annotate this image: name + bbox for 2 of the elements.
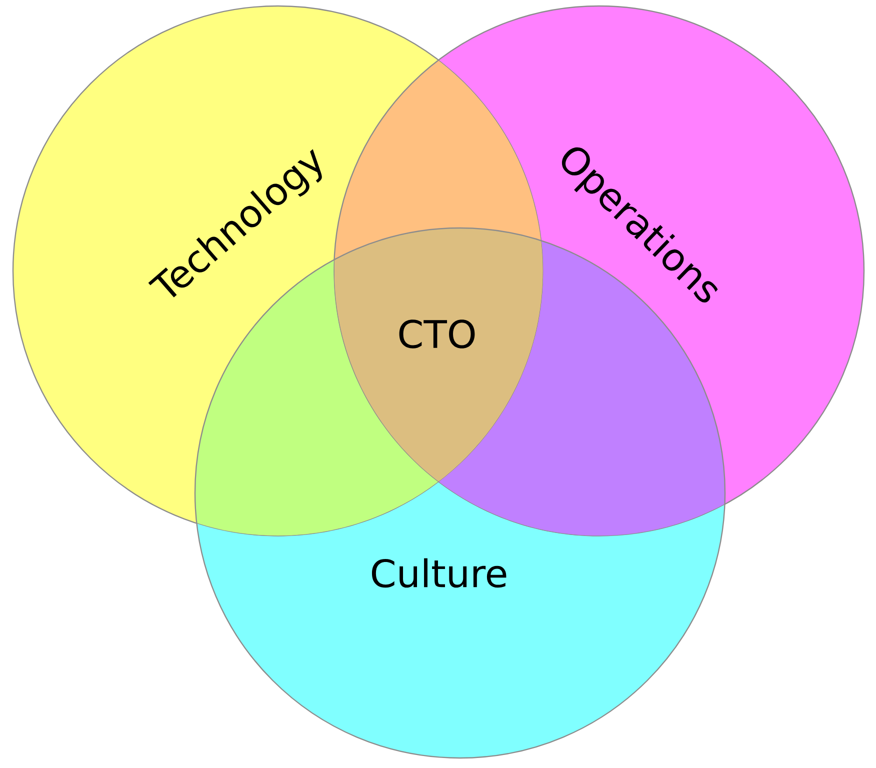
circle-label: Culture [372,558,506,588]
region-label: CTO [399,320,475,348]
